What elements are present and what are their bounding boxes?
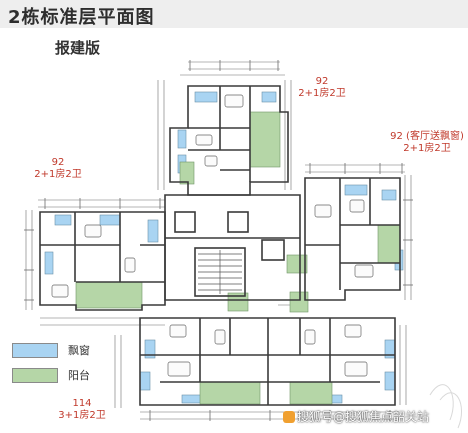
page-title: 2栋标准层平面图 [8, 7, 155, 28]
unit-area: 92 (客厅送飘窗) [390, 131, 464, 142]
unit-layout: 2+1房2卫 [298, 88, 346, 99]
sohu-logo-icon [283, 411, 295, 423]
dimension-lines [24, 60, 413, 421]
legend-swatch-balcony [12, 368, 58, 383]
unit-label-bottom: 114 3+1房2卫 [54, 398, 110, 422]
header-band [0, 0, 468, 28]
balconies [75, 111, 401, 405]
watermark: 搜狐号@搜狐焦点韶关站 [283, 408, 429, 425]
unit-area: 92 [51, 157, 65, 168]
stair-lines [198, 250, 242, 294]
unit-label-right: 92 (客厅送飘窗) 2+1房2卫 [388, 131, 466, 155]
unit-label-left: 92 2+1房2卫 [34, 157, 82, 181]
unit-layout: 2+1房2卫 [403, 143, 451, 154]
unit-layout: 3+1房2卫 [58, 410, 106, 421]
legend-swatch-bay-window [12, 343, 58, 358]
fixtures [51, 94, 374, 377]
unit-layout: 2+1房2卫 [34, 169, 82, 180]
unit-label-top: 92 2+1房2卫 [292, 76, 352, 100]
legend-label-bay-window: 飘窗 [68, 344, 90, 357]
walls [39, 85, 401, 406]
unit-area: 92 [315, 76, 329, 87]
watermark-text: 搜狐号@搜狐焦点韶关站 [297, 410, 430, 424]
page-subtitle: 报建版 [55, 39, 101, 57]
unit-area: 114 [72, 398, 92, 409]
legend-label-balcony: 阳台 [68, 369, 90, 382]
decorative-curves [429, 384, 462, 429]
